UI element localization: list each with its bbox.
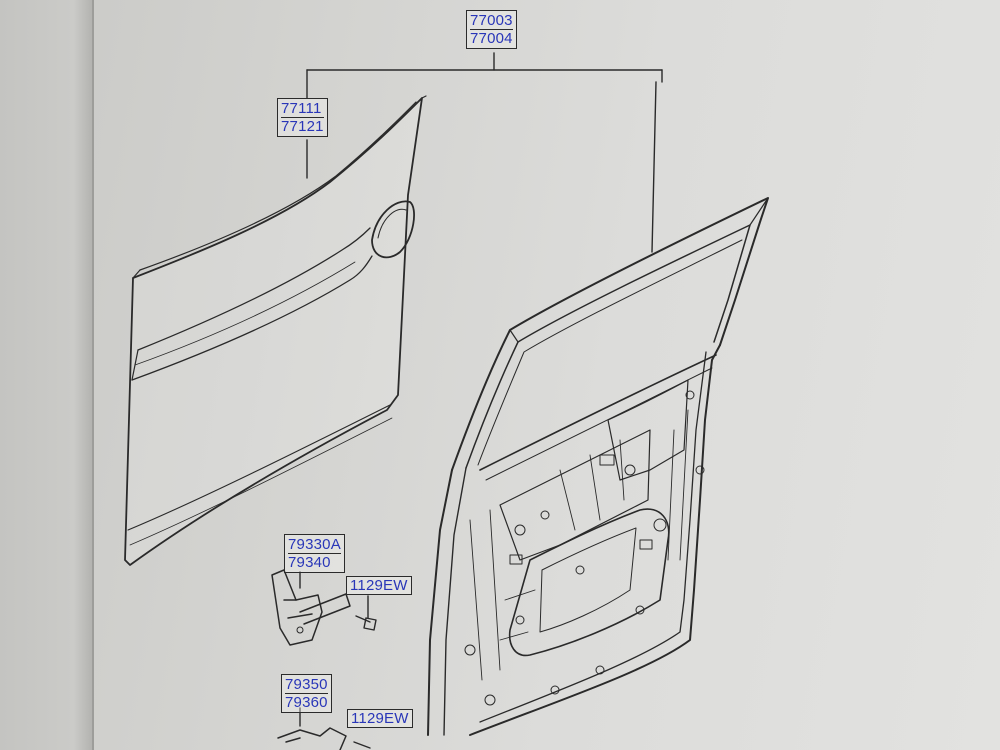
lower-hinge-bolt [353, 741, 371, 749]
lower-hinge-bolt-part-label: 1129EW [347, 709, 413, 728]
door-frame-assembly [427, 197, 769, 736]
door-assembly-part-label: 77003 77004 [466, 10, 517, 49]
part-number: 79330A [288, 536, 341, 553]
lower-hinge-part-label: 79350 79360 [281, 674, 332, 713]
part-number: 77004 [470, 29, 513, 47]
upper-hinge [271, 569, 351, 646]
part-number: 79350 [285, 676, 328, 693]
left-panel-edge [0, 0, 94, 750]
upper-hinge-part-label: 79330A 79340 [284, 534, 345, 573]
outer-door-panel [124, 95, 427, 566]
outer-panel-part-label: 77111 77121 [277, 98, 328, 137]
leader-lines [299, 52, 663, 727]
upper-hinge-bolt [355, 615, 377, 631]
part-number: 77111 [281, 100, 322, 117]
part-number: 79360 [285, 693, 328, 711]
part-number: 77003 [470, 12, 513, 29]
upper-hinge-bolt-part-label: 1129EW [346, 576, 412, 595]
part-number: 77121 [281, 117, 324, 135]
part-number: 79340 [288, 553, 341, 571]
lower-hinge [277, 727, 347, 750]
part-number: 1129EW [351, 710, 409, 727]
part-number: 1129EW [350, 577, 408, 594]
